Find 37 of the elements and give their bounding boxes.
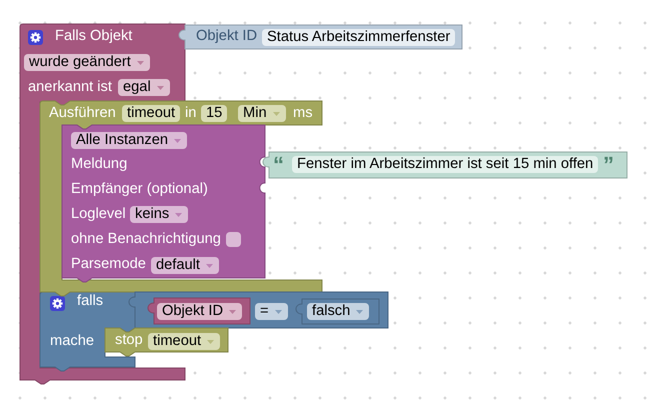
dropdown: egal [118, 79, 170, 96]
dropdown: falsch [307, 303, 370, 320]
input-field: Status Arbeitszimmerfenster [262, 29, 456, 46]
dropdown: Min [238, 105, 286, 122]
quote-mark: ” [603, 154, 614, 176]
block-label: Meldung [71, 156, 128, 173]
block-label: ms [293, 105, 313, 122]
block-label: Ausführen [49, 105, 116, 122]
block-label: Objekt ID [196, 28, 258, 45]
dropdown: wurde geändert [24, 54, 150, 71]
dropdown: Alle Instanzen [71, 132, 188, 149]
block-label: Loglevel [71, 206, 126, 223]
block-label: Falls Objekt [55, 28, 132, 45]
dropdown: keins [130, 206, 188, 223]
dropdown: Objekt ID [157, 303, 242, 320]
quote-mark: “ [273, 154, 284, 176]
dropdown: default [151, 257, 220, 274]
object-id-block [147, 298, 250, 324]
block-label: stop [115, 332, 143, 349]
block-label: mache [50, 333, 94, 350]
boolean-block [295, 299, 379, 324]
dropdown: timeout [148, 333, 220, 350]
message-block [62, 125, 265, 282]
input-field: Fenster im Arbeitszimmer ist seit 15 min offen [292, 156, 598, 173]
block-label: ohne Benachrichtigung [71, 231, 221, 248]
checkbox [226, 232, 241, 247]
input-field: 15 [201, 105, 228, 122]
object-id-block [178, 25, 462, 49]
block-label: falls [77, 293, 104, 310]
text-block [262, 152, 627, 178]
block-label: anerkannt ist [28, 79, 112, 96]
comparison-block [128, 292, 388, 328]
block-label: Parsemode [71, 256, 146, 273]
dropdown: = [255, 303, 288, 320]
input-field: timeout [122, 105, 180, 122]
block-label: Empfänger (optional) [71, 181, 208, 198]
block-label: in [185, 105, 196, 122]
